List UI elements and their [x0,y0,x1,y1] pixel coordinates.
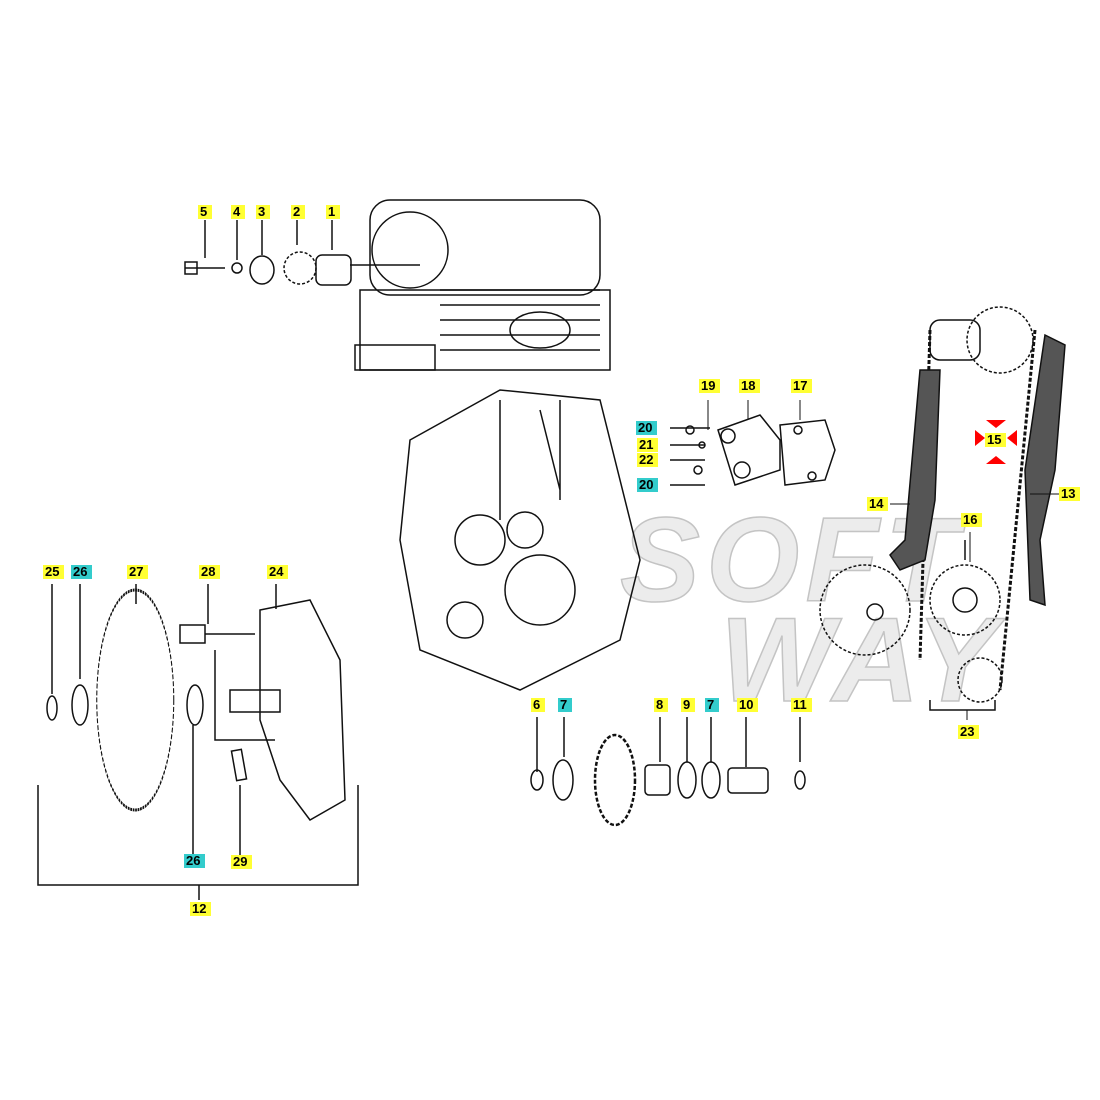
callout-2[interactable]: 2 [291,205,306,219]
callout-24[interactable]: 24 [267,565,289,579]
callout-9[interactable]: 9 [681,698,696,712]
callout-22[interactable]: 22 [637,453,659,467]
callout-7-left[interactable]: 7 [558,698,573,712]
callout-11[interactable]: 11 [791,698,812,712]
callout-23[interactable]: 23 [958,725,980,739]
engine-block [399,389,641,691]
callout-10[interactable]: 10 [737,698,759,712]
callout-14[interactable]: 14 [867,497,889,511]
callout-29[interactable]: 29 [231,855,253,869]
callout-13[interactable]: 13 [1059,487,1081,501]
callout-4[interactable]: 4 [231,205,246,219]
timing-chain [819,306,1066,711]
callout-6[interactable]: 6 [531,698,546,712]
callout-17[interactable]: 17 [791,379,813,393]
callout-27[interactable]: 27 [127,565,149,579]
callout-7-right[interactable]: 7 [705,698,720,712]
callout-26-bottom[interactable]: 26 [184,854,206,868]
gear-shaft-parts [530,717,806,827]
oil-pump-assembly [37,584,359,900]
callout-12[interactable]: 12 [190,902,212,916]
callout-16[interactable]: 16 [961,513,983,527]
callout-21[interactable]: 21 [637,438,659,452]
callout-15[interactable]: 15 [985,433,1007,447]
camshaft-parts [184,220,420,286]
highlight-markers-icon [975,420,1017,464]
callout-20-bottom[interactable]: 20 [637,478,659,492]
callout-25[interactable]: 25 [43,565,65,579]
callout-8[interactable]: 8 [654,698,669,712]
callout-1[interactable]: 1 [326,205,341,219]
watermark-way: WAY [719,593,1003,727]
cylinder-head [354,199,611,371]
callout-3[interactable]: 3 [256,205,271,219]
callout-5[interactable]: 5 [198,205,213,219]
leader-lines [707,400,1060,720]
callout-18[interactable]: 18 [739,379,761,393]
callout-28[interactable]: 28 [199,565,221,579]
callout-19[interactable]: 19 [699,379,721,393]
callout-20-top[interactable]: 20 [636,421,658,435]
callout-26-top[interactable]: 26 [71,565,93,579]
tensioner-assembly [670,414,836,486]
